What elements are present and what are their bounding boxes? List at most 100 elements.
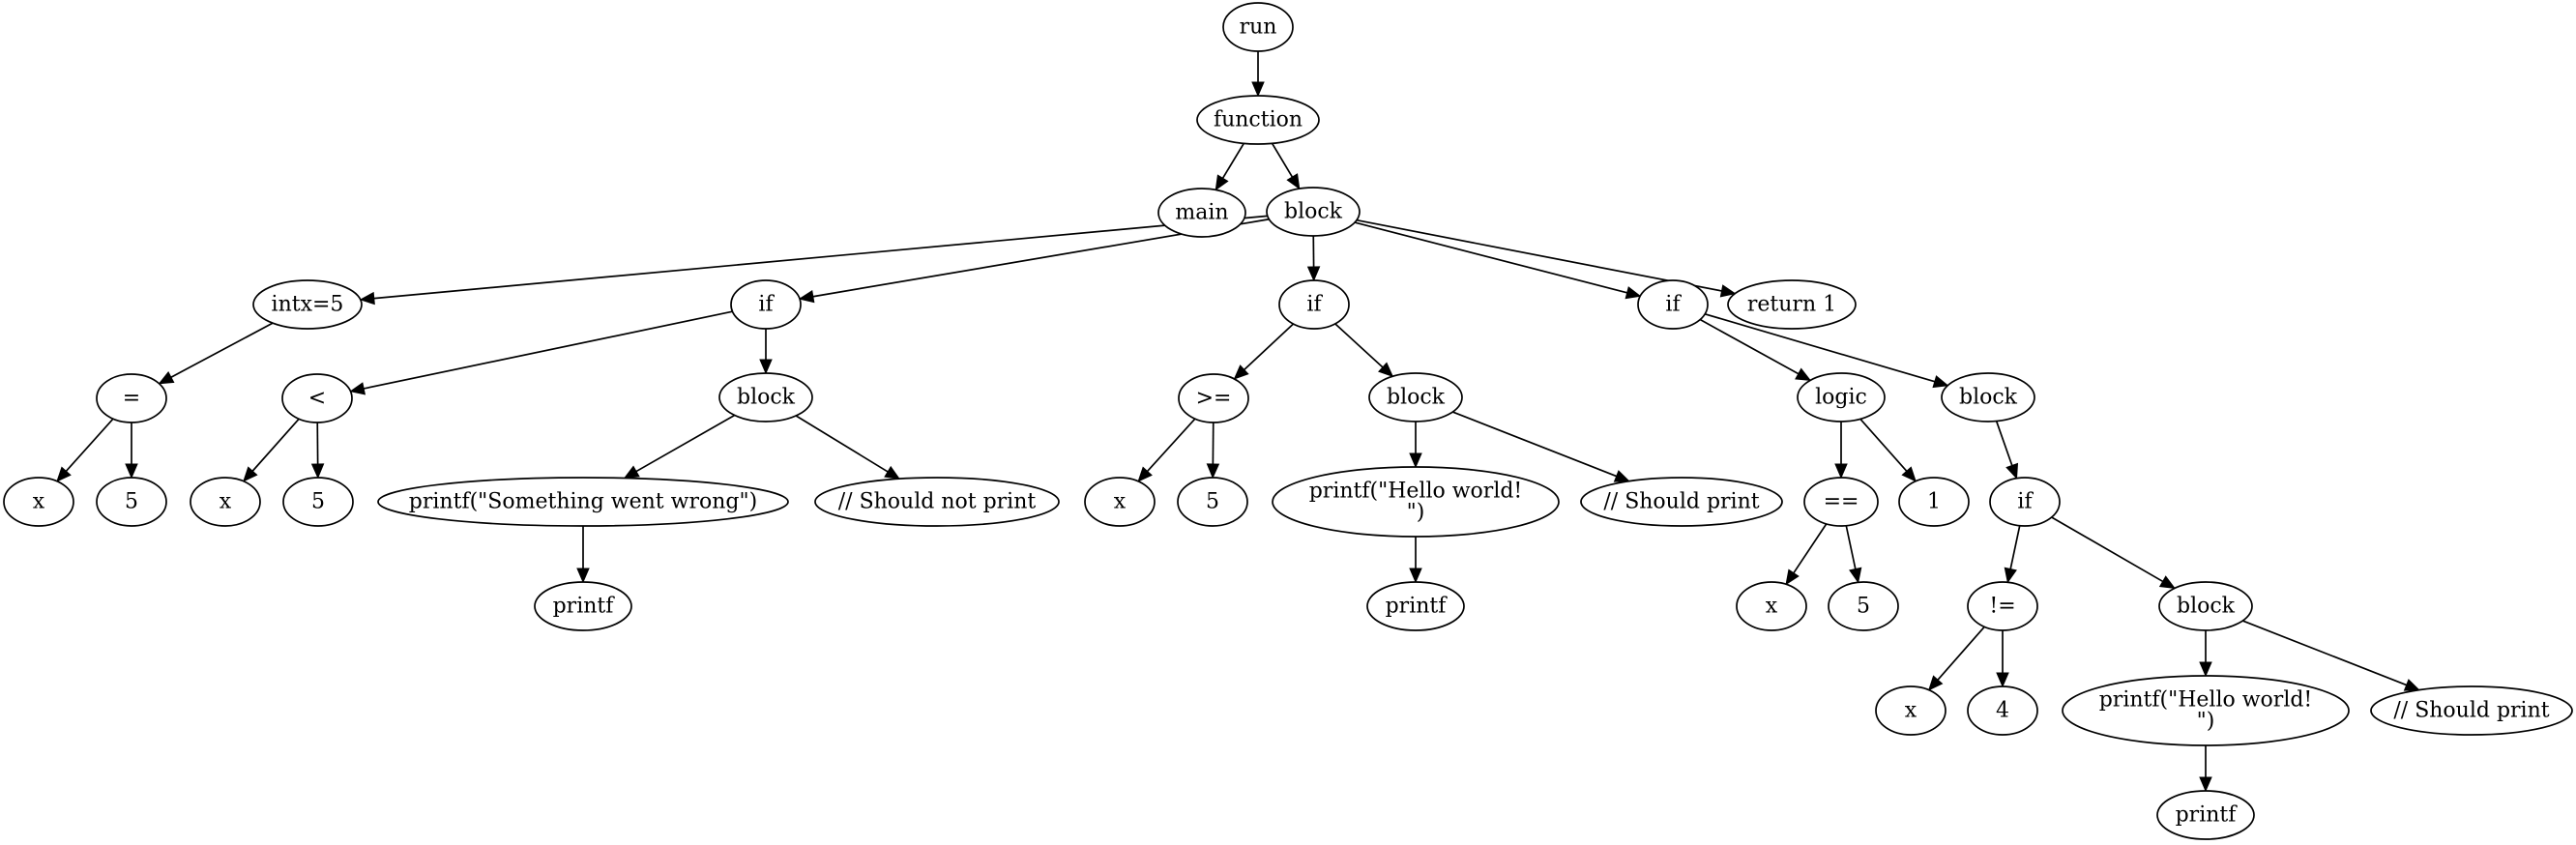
node-printf3: printf("Hello world!") bbox=[2062, 675, 2350, 746]
edge-line bbox=[1221, 142, 1245, 179]
edge-line bbox=[1699, 318, 1800, 375]
node-ne4: 4 bbox=[1967, 685, 2038, 736]
node-label: 1 bbox=[1927, 490, 1941, 514]
edge-line bbox=[795, 415, 889, 473]
arrowhead bbox=[158, 370, 175, 385]
node-comment2: // Should print bbox=[1580, 477, 1783, 527]
arrowhead bbox=[1849, 567, 1862, 584]
node-label: = bbox=[123, 387, 140, 411]
edge-line bbox=[1146, 418, 1196, 473]
node-ellipse bbox=[1084, 477, 1156, 527]
node-label: printf bbox=[2176, 803, 2239, 828]
arrowhead bbox=[2199, 661, 2212, 678]
edge-line bbox=[1356, 219, 1722, 292]
node-label: block bbox=[737, 386, 796, 410]
node-ellipse bbox=[377, 477, 789, 527]
edge-block3-to-printf2 bbox=[1409, 422, 1422, 469]
node-ellipse bbox=[1736, 581, 1807, 631]
node-label: if bbox=[758, 293, 775, 317]
edge-line bbox=[170, 322, 274, 378]
node-ellipse bbox=[1727, 279, 1857, 330]
edge-block1-to-if2 bbox=[1306, 235, 1321, 282]
node-if2: if bbox=[1278, 279, 1350, 330]
arrowhead bbox=[1834, 463, 1848, 480]
edge-if4-to-ne bbox=[2004, 525, 2021, 584]
node-ellipse bbox=[534, 581, 632, 631]
arrowhead bbox=[1251, 81, 1265, 98]
node-label: x bbox=[1114, 490, 1127, 514]
arrowhead bbox=[243, 466, 258, 482]
edge-block1-to-intx5 bbox=[359, 215, 1268, 306]
node-ellipse bbox=[718, 372, 813, 422]
node-ellipse bbox=[1967, 685, 2038, 736]
node-ellipse bbox=[2370, 685, 2573, 736]
node-label: block bbox=[1387, 386, 1446, 410]
node-label: // Should not print bbox=[838, 490, 1037, 514]
arrowhead bbox=[1932, 375, 1949, 389]
node-label: != bbox=[1989, 595, 2015, 619]
node-ellipse bbox=[1222, 2, 1294, 52]
arrowhead bbox=[1719, 284, 1737, 298]
arrowhead bbox=[349, 382, 366, 395]
edge-line bbox=[2242, 620, 2407, 686]
arrowhead bbox=[310, 463, 325, 480]
edge-logic-to-one bbox=[1859, 418, 1917, 482]
node-label: >= bbox=[1196, 387, 1232, 411]
edge-line bbox=[1452, 411, 1617, 478]
edge-line bbox=[1845, 525, 1857, 569]
node-ellipse bbox=[1580, 477, 1783, 527]
arrowhead bbox=[1206, 463, 1220, 480]
arrowhead bbox=[1409, 452, 1422, 469]
node-label: run bbox=[1240, 15, 1277, 40]
node-label: ") bbox=[2197, 710, 2215, 734]
edge-function-to-main bbox=[1215, 142, 1245, 191]
node-if1: if bbox=[730, 279, 802, 330]
edge-line bbox=[1995, 421, 2013, 466]
node-ne: != bbox=[1967, 581, 2038, 631]
node-block2: block bbox=[718, 372, 813, 422]
node-label: // Should print bbox=[1603, 490, 1759, 514]
node-lt: < bbox=[281, 373, 353, 423]
node-comment3: // Should print bbox=[2370, 685, 2573, 736]
arrowhead bbox=[2005, 462, 2019, 480]
edge-line bbox=[373, 215, 1268, 300]
arrowhead bbox=[798, 289, 815, 304]
node-block3: block bbox=[1368, 372, 1463, 422]
arrowhead bbox=[56, 466, 72, 482]
node-if4: if bbox=[1989, 477, 2061, 527]
arrowhead bbox=[1996, 672, 2009, 688]
arrowhead bbox=[1286, 173, 1301, 190]
node-label: x bbox=[1766, 595, 1778, 619]
node-comment1: // Should not print bbox=[814, 477, 1060, 527]
node-label: ") bbox=[1407, 501, 1425, 525]
arrowhead bbox=[1901, 466, 1917, 482]
node-label: return 1 bbox=[1747, 293, 1836, 317]
node-ellipse bbox=[1989, 477, 2061, 527]
edge-lt-to-ltx bbox=[243, 418, 300, 482]
edge-line bbox=[1937, 626, 1985, 681]
edge-if3-to-logic bbox=[1699, 318, 1812, 382]
node-label: x bbox=[220, 490, 232, 514]
node-nex: x bbox=[1875, 685, 1947, 736]
node-ellipse bbox=[1157, 188, 1246, 238]
node-ge: >= bbox=[1178, 373, 1249, 423]
node-ellipse bbox=[1366, 581, 1465, 631]
node-label: x bbox=[33, 490, 45, 514]
arrowhead bbox=[359, 291, 375, 306]
edge-block5-to-comment3 bbox=[2242, 620, 2420, 691]
node-printfname2: printf bbox=[1366, 581, 1465, 631]
node-label: main bbox=[1175, 201, 1228, 225]
edge-printf2-to-printfname2 bbox=[1409, 537, 1422, 584]
arrowhead bbox=[2158, 575, 2177, 590]
node-ge5: 5 bbox=[1177, 477, 1248, 527]
edge-line bbox=[251, 418, 300, 472]
edge-logic-to-eq bbox=[1834, 422, 1848, 480]
node-a5: 5 bbox=[96, 477, 167, 527]
node-block1: block bbox=[1266, 187, 1361, 237]
node-label: if bbox=[2017, 490, 2034, 514]
arrowhead bbox=[759, 359, 773, 375]
node-label: printf bbox=[553, 595, 616, 619]
node-ellipse bbox=[1967, 581, 2038, 631]
edge-line bbox=[1244, 323, 1295, 371]
node-label: printf("Hello world! bbox=[2099, 688, 2313, 713]
